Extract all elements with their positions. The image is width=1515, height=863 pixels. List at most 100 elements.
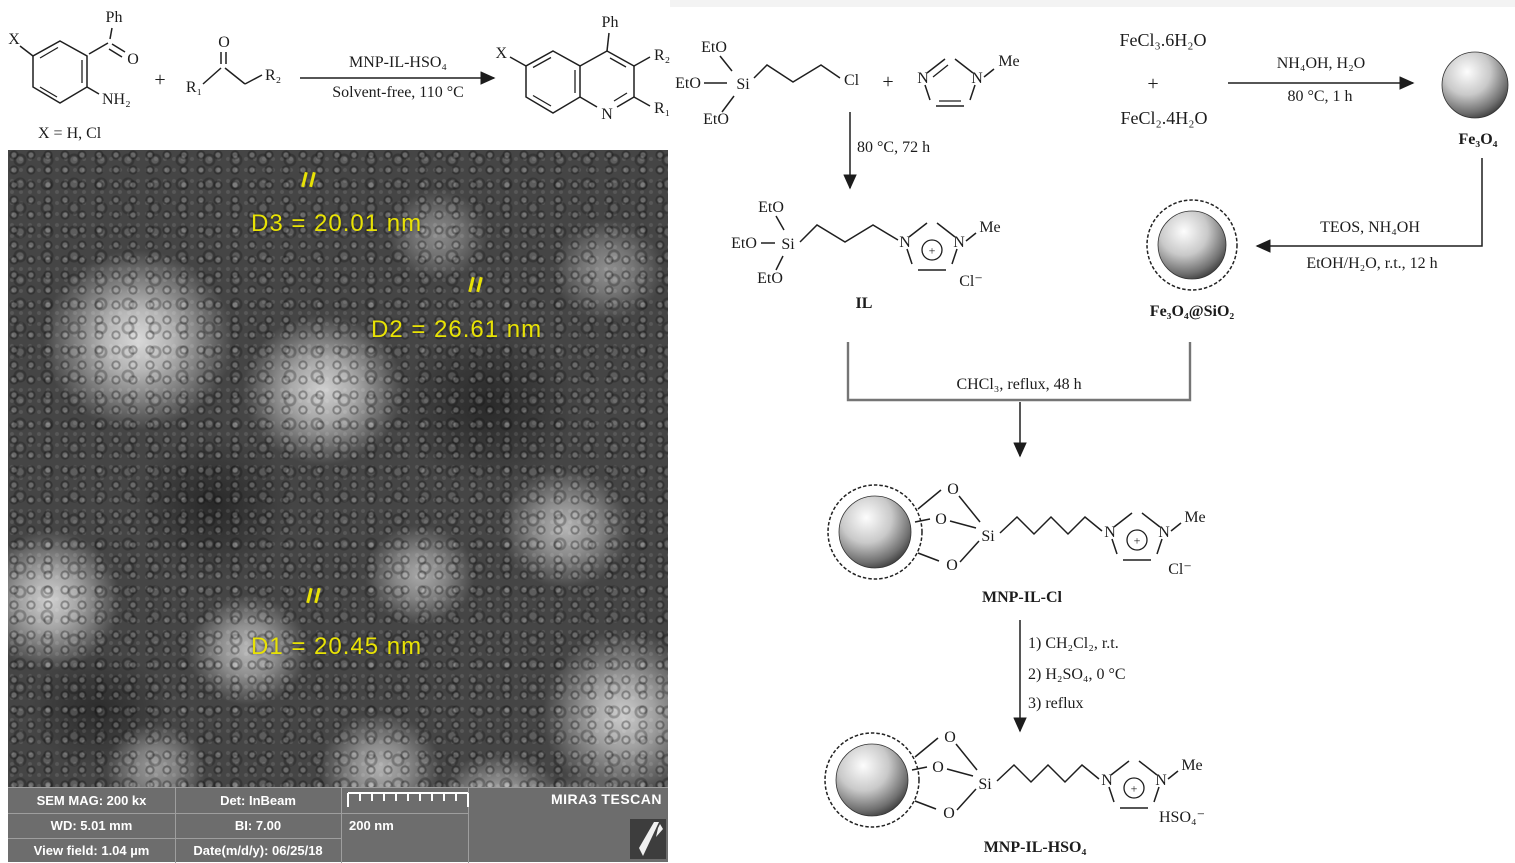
detector-field: Det: InBeam xyxy=(220,793,296,808)
coating-conditions-2: EtOH/H₂O, r.t., 12 h xyxy=(1306,255,1437,272)
me-label: Me xyxy=(1181,757,1202,774)
tick xyxy=(314,587,321,604)
eto-label: EtO xyxy=(701,39,727,56)
tick xyxy=(468,276,475,293)
d1-measurement: D1 = 20.45 nm xyxy=(251,633,423,660)
divider xyxy=(175,788,176,863)
sem-image: D3 = 20.01 nm D2 = 26.61 nm D1 = 20.45 n… xyxy=(8,150,668,863)
wd-field: WD: 5.01 mm xyxy=(50,818,133,833)
plus-sign: + xyxy=(1147,73,1158,95)
mnp-il-hso4-name-label: MNP-IL-HSO₄ xyxy=(984,839,1087,856)
eto-label: EtO xyxy=(757,270,783,287)
reaction-arrow-group: MNP-IL-HSO₄ Solvent-free, 110 °C xyxy=(300,54,496,101)
tescan-logo-icon xyxy=(630,819,666,859)
coupling-conditions: CHCl₃, reflux, 48 h xyxy=(956,376,1081,393)
o-label: O xyxy=(944,729,956,746)
ph-label: Ph xyxy=(106,9,123,26)
o-label: O xyxy=(932,759,944,776)
fe3o4-core-sphere xyxy=(1157,210,1227,280)
tick xyxy=(309,171,316,188)
eto-label: EtO xyxy=(758,199,784,216)
plus-sign: + xyxy=(154,69,165,91)
bi-field: BI: 7.00 xyxy=(234,818,282,833)
aminoketone-structure: X Ph O NH₂ X = H, Cl xyxy=(8,9,139,142)
scalebar-ruler xyxy=(347,792,469,807)
top-strip xyxy=(670,0,1515,7)
o-label: O xyxy=(947,481,959,498)
magnetite-sphere xyxy=(838,495,912,569)
product-ph-label: Ph xyxy=(602,14,619,31)
coprecipitation-conditions-1: NH₄OH, H₂O xyxy=(1277,55,1365,72)
divider xyxy=(8,813,468,814)
eto-label: EtO xyxy=(703,111,729,128)
d1-measure-marker xyxy=(306,587,322,604)
coating-conditions-1: TEOS, NH₄OH xyxy=(1320,219,1420,236)
ring-n-label: N xyxy=(601,106,613,123)
fecl2-label: FeCl₂.4H₂O xyxy=(1120,108,1207,128)
scalebar-label: 200 nm xyxy=(349,818,394,833)
hydrogensulfate-anion-label: HSO₄⁻ xyxy=(1159,809,1205,826)
d2-measure-marker xyxy=(468,276,484,293)
silica-shell-ring xyxy=(824,732,920,828)
mnp-il-hso4-structure: O O O Si + N N Me HSO₄⁻ xyxy=(824,729,1205,828)
quinoline-product-structure: N Ph R₂ R₁ X xyxy=(495,14,670,123)
il-name-label: IL xyxy=(856,295,873,312)
cl-label: Cl xyxy=(844,72,860,89)
divider xyxy=(341,788,342,863)
cation-plus: + xyxy=(1131,782,1138,796)
eto-label: EtO xyxy=(675,75,701,92)
si-label: Si xyxy=(981,528,995,545)
il-structure: EtO EtO Si EtO + N N Me Cl⁻ IL xyxy=(731,199,1001,312)
cation-plus: + xyxy=(1134,534,1141,548)
n-label: N xyxy=(1158,524,1170,541)
me-label: Me xyxy=(979,219,1000,236)
instrument-brand: MIRA3 TESCAN xyxy=(550,791,662,807)
si-label: Si xyxy=(978,776,992,793)
view-field-field: View field: 1.04 µm xyxy=(33,843,150,858)
sem-mag-field: SEM MAG: 200 kx xyxy=(36,793,147,808)
tick xyxy=(476,276,483,293)
plus-sign: + xyxy=(882,71,893,93)
n-label: N xyxy=(917,70,929,87)
n-label: N xyxy=(971,70,983,87)
fe3o4-sio2-name-label: Fe₃O₄@SiO₂ xyxy=(1150,303,1235,320)
d3-measurement: D3 = 20.01 nm xyxy=(251,210,423,237)
si-label: Si xyxy=(736,76,750,93)
fecl3-label: FeCl₃.6H₂O xyxy=(1119,30,1206,50)
o-label: O xyxy=(935,511,947,528)
tick xyxy=(301,171,308,188)
me-label: Me xyxy=(998,53,1019,70)
chloride-anion-label: Cl⁻ xyxy=(959,273,983,290)
n-label: N xyxy=(899,234,911,251)
product-r1-label: R₁ xyxy=(654,100,670,117)
si-label: Si xyxy=(781,236,795,253)
catalyst-label: MNP-IL-HSO₄ xyxy=(349,54,447,71)
n-label: N xyxy=(1155,772,1167,789)
sem-info-bar: SEM MAG: 200 kx Det: InBeam WD: 5.01 mm … xyxy=(8,787,668,863)
chloride-anion-label: Cl⁻ xyxy=(1168,561,1192,578)
fe3o4-sphere xyxy=(1441,51,1509,119)
ketone-o-label: O xyxy=(218,34,230,51)
mnp-il-cl-structure: O O O Si + N N Me Cl⁻ xyxy=(827,481,1206,580)
silica-shell-ring xyxy=(1146,199,1238,291)
silica-coating-step: TEOS, NH₄OH EtOH/H₂O, r.t., 12 h Fe₃O₄@S… xyxy=(1146,158,1483,320)
product-x-label: X xyxy=(495,45,507,62)
n-label: N xyxy=(1104,524,1116,541)
r2-label: R₂ xyxy=(265,67,281,84)
magnetite-sphere xyxy=(835,743,909,817)
methylimidazole-structure: N N Me xyxy=(917,53,1020,107)
coupling-step: CHCl₃, reflux, 48 h xyxy=(846,342,1192,458)
d2-measurement: D2 = 26.61 nm xyxy=(371,316,543,343)
o-label: O xyxy=(943,805,955,822)
divider xyxy=(468,788,469,863)
x-substituent-label: X xyxy=(8,31,20,48)
r1-label: R₁ xyxy=(186,79,202,96)
coprecipitation-conditions-2: 80 °C, 1 h xyxy=(1287,88,1352,105)
divider xyxy=(8,838,341,839)
quinoline-reaction-scheme: X Ph O NH₂ X = H, Cl + R₁ O R₂ MNP-IL-HS… xyxy=(8,9,670,142)
quaternization-conditions: 80 °C, 72 h xyxy=(857,139,930,156)
coprecipitation-step: FeCl₃.6H₂O + FeCl₂.4H₂O NH₄OH, H₂O 80 °C… xyxy=(1119,30,1509,148)
n-label: N xyxy=(1101,772,1113,789)
x-note: X = H, Cl xyxy=(38,125,102,142)
